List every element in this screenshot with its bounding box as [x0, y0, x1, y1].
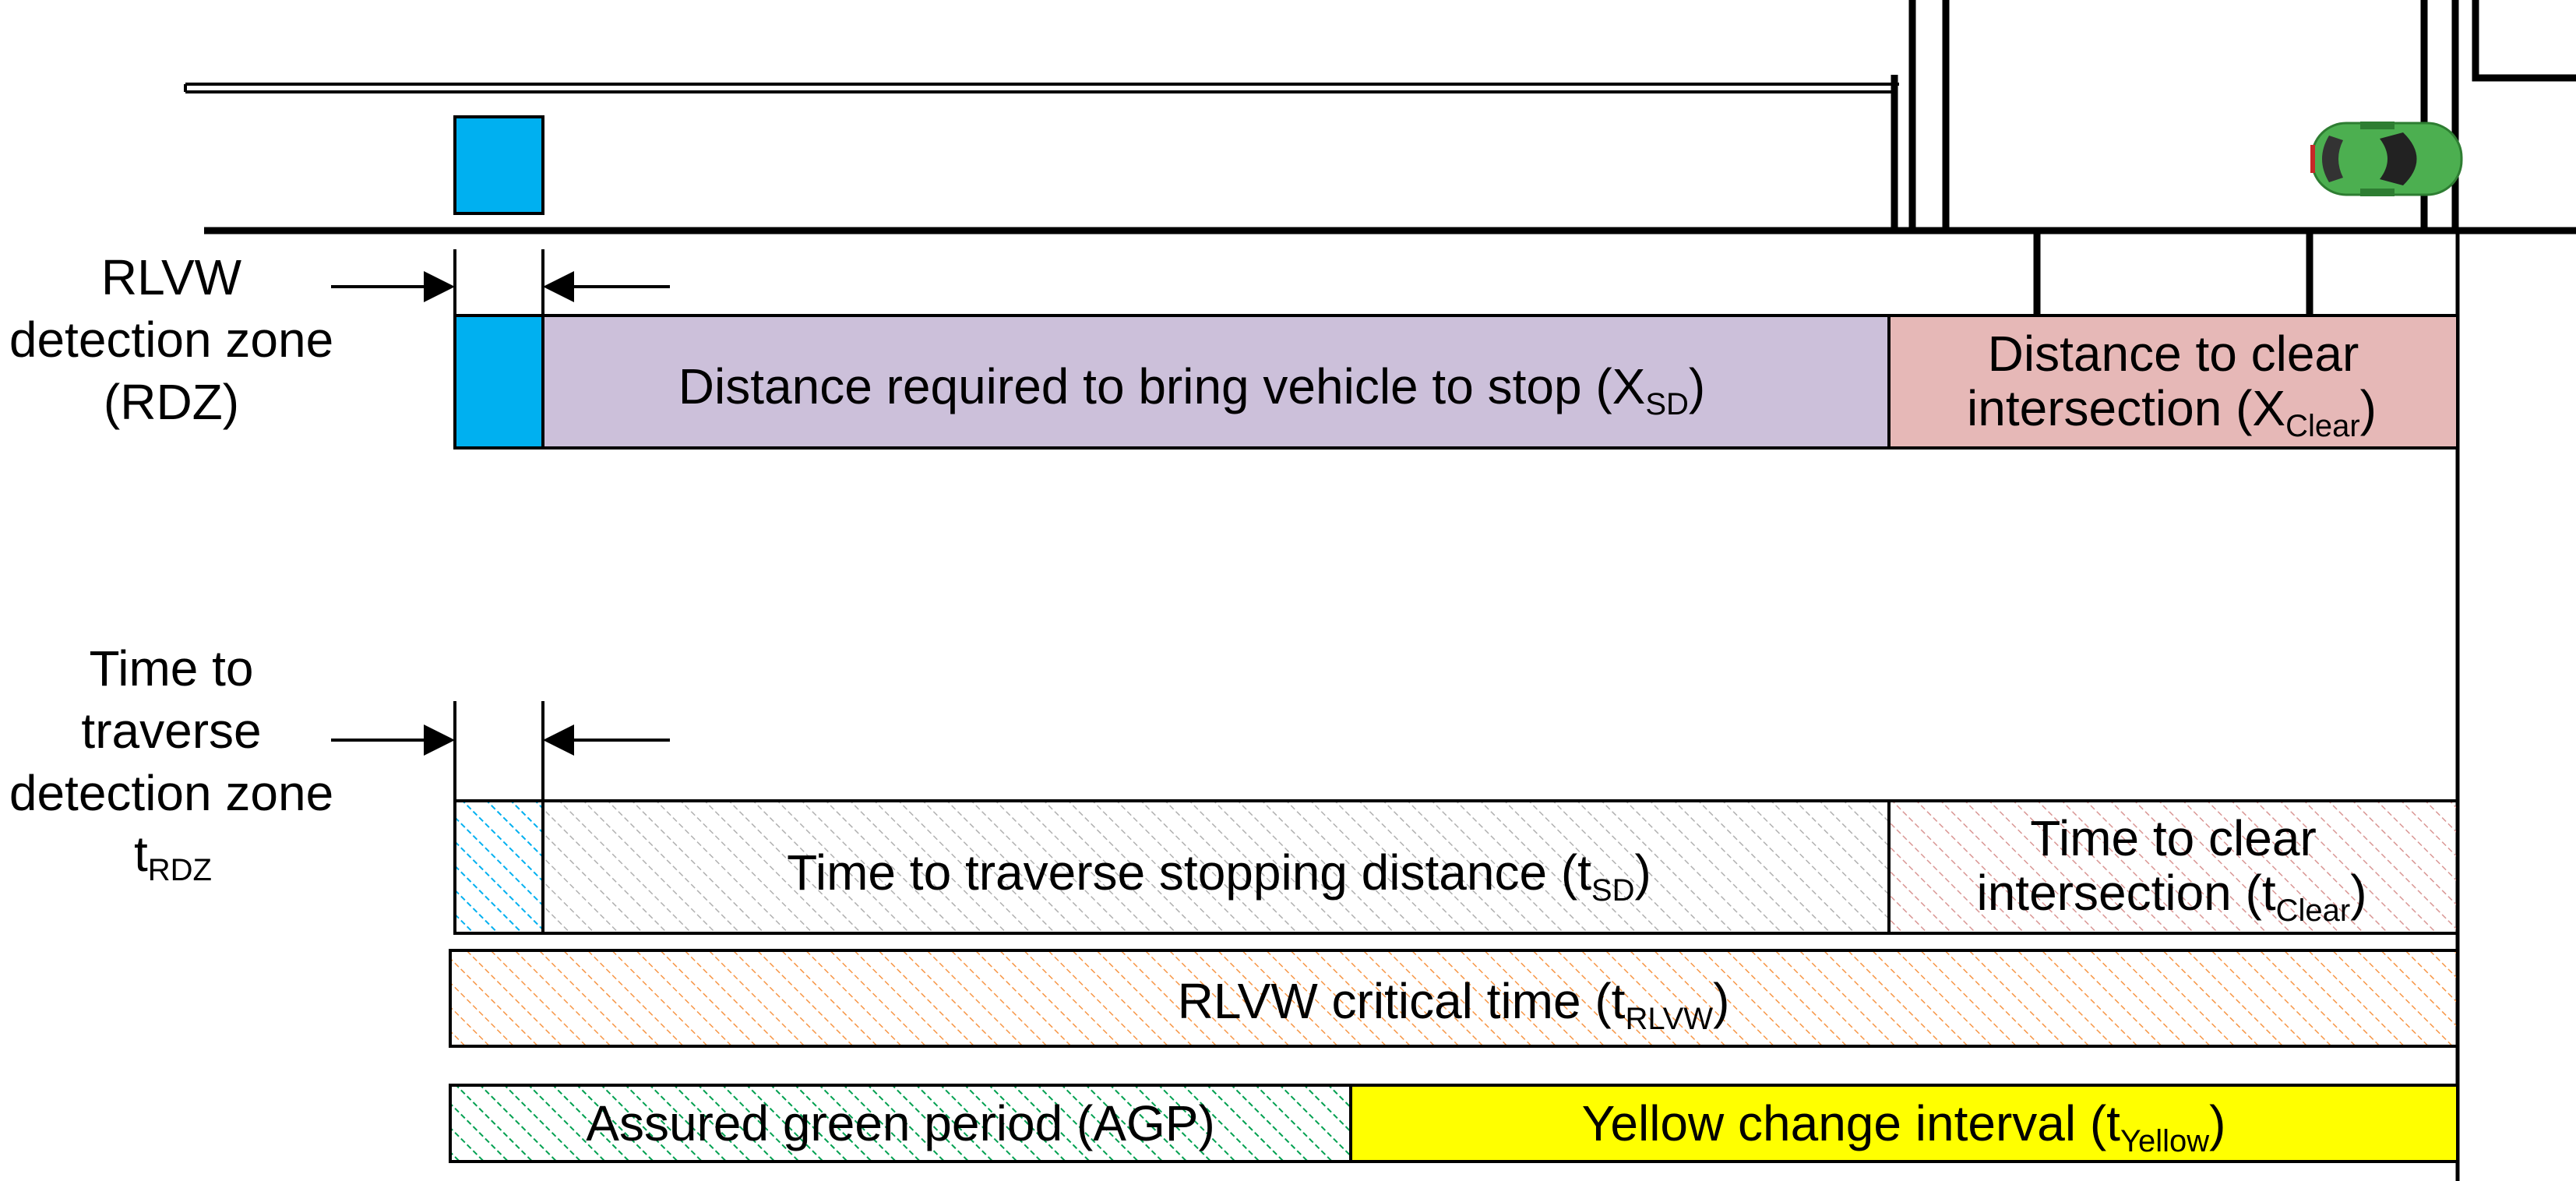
tsd-bar: [541, 799, 1891, 935]
near-curb: [1912, 227, 2041, 315]
signal-row: Assured green period (AGP) Yellow change…: [449, 1084, 2459, 1163]
agp-label: Assured green period (AGP): [586, 1095, 1215, 1151]
yellow-label: Yellow change interval (tYellow): [1582, 1095, 2226, 1158]
detector-square: [453, 115, 544, 215]
trdz-label: Time to traverse detection zone tRDZ: [9, 640, 333, 887]
xclear-label-2: intersection (XClear): [1967, 380, 2377, 443]
distance-row: Distance required to bring vehicle to st…: [453, 314, 2459, 449]
tclear-label-1: Time to clear: [2030, 810, 2317, 866]
trlvw-bar: [449, 949, 2459, 1048]
car-icon: [2310, 122, 2463, 196]
roadway: [184, 0, 2576, 1181]
svg-text:detection zone: detection zone: [9, 312, 333, 368]
xclear-label-1: Distance to clear: [1988, 326, 2359, 382]
tsd-label: Time to traverse stopping distance (tSD): [787, 844, 1651, 908]
tclear-label-2: intersection (tClear): [1976, 865, 2366, 928]
rdz-dimension: [331, 249, 670, 316]
rdz-bar: [453, 314, 544, 449]
time-row: Time to traverse stopping distance (tSD)…: [453, 799, 2459, 935]
tclear-bar: [1887, 799, 2459, 935]
svg-text:traverse: traverse: [81, 703, 261, 759]
critical-row: RLVW critical time (tRLVW): [449, 949, 2459, 1048]
svg-text:detection zone: detection zone: [9, 765, 333, 821]
svg-text:(RDZ): (RDZ): [104, 374, 239, 430]
xsd-bar: [541, 314, 1891, 449]
trlvw-label: RLVW critical time (tRLVW): [1178, 973, 1730, 1036]
xclear-bar: [1887, 314, 2459, 449]
far-top-corner: [2472, 0, 2576, 82]
trdz-bar: [453, 799, 544, 935]
svg-text:Time to: Time to: [90, 640, 254, 696]
xsd-label: Distance required to bring vehicle to st…: [678, 358, 1705, 421]
far-curb: [2306, 227, 2576, 315]
yellow-bar: [1349, 1084, 2459, 1163]
svg-text:RLVW: RLVW: [101, 249, 242, 305]
svg-text:tRDZ: tRDZ: [134, 826, 212, 887]
trdz-dimension: [331, 701, 670, 801]
rdz-label: RLVW detection zone (RDZ): [9, 249, 333, 430]
agp-bar: [449, 1084, 1352, 1163]
